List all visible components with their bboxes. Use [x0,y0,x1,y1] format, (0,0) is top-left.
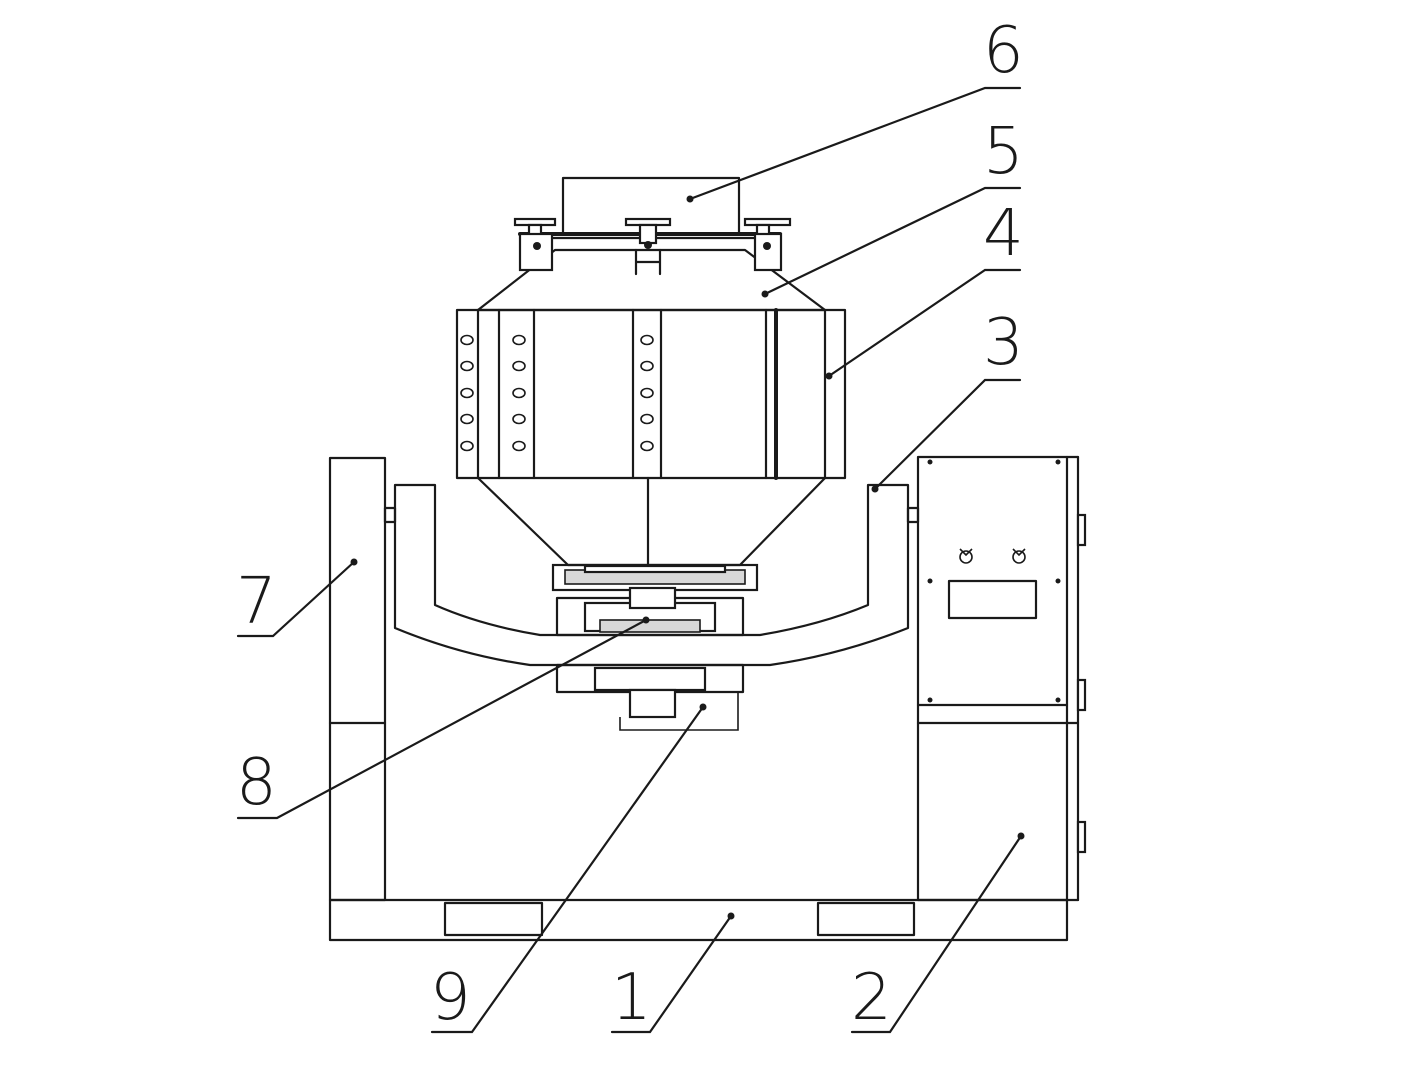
control-knob-icon [959,548,973,564]
callout-3: 3 [983,306,1024,380]
control-cabinet [906,455,1087,902]
callout-2: 2 [851,961,892,1035]
callout-labels: 6 5 4 3 7 8 9 1 2 [236,14,1024,1035]
bolt-hole-icon [460,360,474,372]
callout-8: 8 [236,746,277,820]
bolt-hole-icon [512,413,526,425]
bolt-holes [460,334,654,452]
bolt-hole-icon [640,334,654,346]
bolt-hole-icon [460,440,474,452]
bolt-hole-icon [512,334,526,346]
clamp-icon [743,217,792,272]
bolt-hole-icon [640,360,654,372]
leader-lines [236,86,1025,1034]
bolt-hole-icon [460,387,474,399]
bolt-hole-icon [460,413,474,425]
callout-6: 6 [983,14,1024,88]
drive-assembly [551,563,759,731]
clamp-icon [624,217,672,276]
clamp-icon [513,217,557,272]
bolt-hole-icon [512,387,526,399]
callout-9: 9 [430,961,471,1035]
bolt-hole-icon [512,440,526,452]
callout-4: 4 [983,197,1024,271]
callout-5: 5 [983,115,1024,189]
control-knob-icon [1012,548,1026,564]
mixing-barrel [455,248,847,567]
left-support-column [328,456,397,902]
bolt-hole-icon [640,387,654,399]
bolt-hole-icon [512,360,526,372]
bolt-hole-icon [640,413,654,425]
bolt-hole-icon [640,440,654,452]
barrel-lid [513,176,792,276]
u-shaped-support-arm [393,483,910,667]
callout-7: 7 [236,565,277,639]
display-screen [947,579,1038,620]
callout-1: 1 [611,961,652,1035]
bolt-hole-icon [460,334,474,346]
base-frame [328,898,1069,942]
